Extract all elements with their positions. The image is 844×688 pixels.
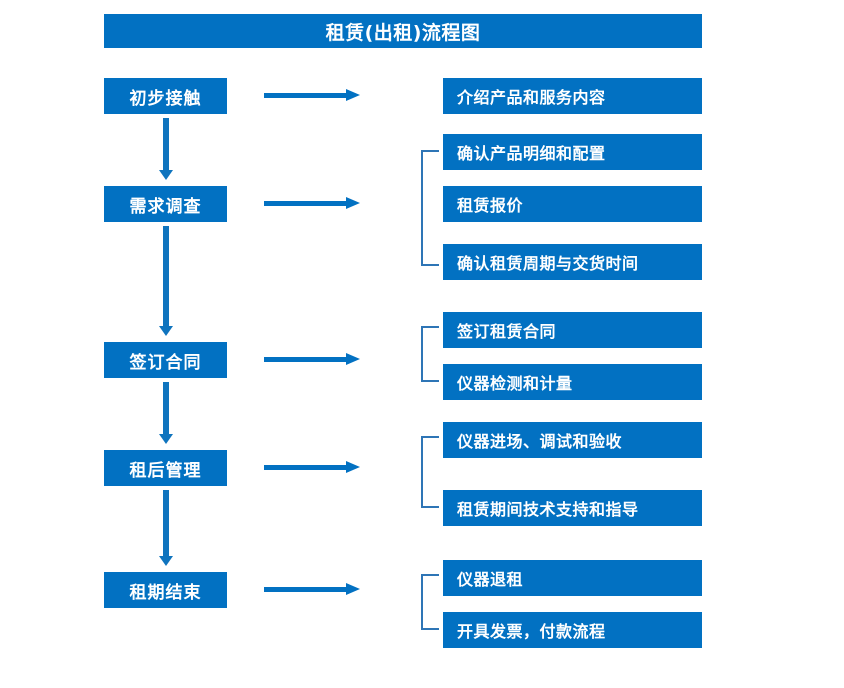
detail-box-10[interactable]: 开具发票，付款流程	[443, 612, 702, 648]
right-arrow-icon-3	[264, 351, 362, 369]
detail-box-5[interactable]: 签订租赁合同	[443, 312, 702, 348]
right-arrow-icon-5	[264, 581, 362, 599]
detail-box-7[interactable]: 仪器进场、调试和验收	[443, 422, 702, 458]
detail-box-8[interactable]: 租赁期间技术支持和指导	[443, 490, 702, 526]
stage-box-3[interactable]: 签订合同	[104, 342, 227, 378]
stage-box-1[interactable]: 初步接触	[104, 78, 227, 114]
stage-box-2[interactable]: 需求调查	[104, 186, 227, 222]
right-arrow-icon-1	[264, 87, 362, 105]
detail-box-2[interactable]: 确认产品明细和配置	[443, 134, 702, 170]
group-bracket-icon-1	[421, 150, 439, 266]
stage-box-4[interactable]: 租后管理	[104, 450, 227, 486]
detail-box-1[interactable]: 介绍产品和服务内容	[443, 78, 702, 114]
right-arrow-icon-2	[264, 195, 362, 213]
down-arrow-icon-4	[159, 490, 173, 566]
group-bracket-icon-2	[421, 326, 439, 382]
right-arrow-icon-4	[264, 459, 362, 477]
detail-box-4[interactable]: 确认租赁周期与交货时间	[443, 244, 702, 280]
diagram-title: 租赁(出租)流程图	[104, 14, 702, 48]
detail-box-3[interactable]: 租赁报价	[443, 186, 702, 222]
group-bracket-icon-3	[421, 436, 439, 508]
detail-box-9[interactable]: 仪器退租	[443, 560, 702, 596]
down-arrow-icon-1	[159, 118, 173, 180]
detail-box-6[interactable]: 仪器检测和计量	[443, 364, 702, 400]
down-arrow-icon-2	[159, 226, 173, 336]
down-arrow-icon-3	[159, 382, 173, 444]
group-bracket-icon-4	[421, 574, 439, 630]
stage-box-5[interactable]: 租期结束	[104, 572, 227, 608]
